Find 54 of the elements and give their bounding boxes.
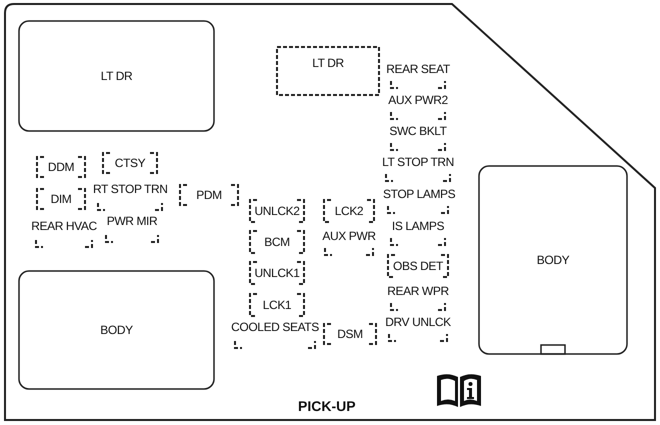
fuse-slot: [386, 253, 450, 279]
relay-block: [18, 20, 215, 132]
fuse-label: COOLED SEATS: [230, 320, 320, 334]
fuse-label: LCK2: [334, 204, 364, 218]
fuse-slot: [384, 315, 452, 343]
fuse-label: BODY: [536, 253, 570, 267]
fuse-label: REAR SEAT: [386, 62, 450, 76]
fuse-label: BODY: [99, 323, 134, 337]
fuse-label: RT STOP TRN: [93, 182, 167, 196]
fuse-slot: [386, 62, 450, 90]
fuse-slot: [248, 260, 306, 286]
fuse-slot: [230, 320, 320, 350]
fuse-label: REAR HVAC: [31, 219, 97, 233]
fuse-slot: [386, 284, 450, 312]
fuse-label: DRV UNLCK: [384, 315, 452, 329]
fuse-slot: [93, 182, 167, 212]
fuse-slot: [248, 229, 306, 255]
fuse-label: PDM: [195, 188, 223, 202]
fuse-label: STOP LAMPS: [383, 187, 453, 201]
fuse-label: UNLCK2: [254, 204, 300, 218]
fuse-label: DDM: [46, 160, 76, 174]
fuse-label: LT STOP TRN: [381, 155, 455, 169]
fuse-slot: [35, 187, 87, 211]
fuse-slot: [248, 292, 306, 318]
fuse-slot: [101, 151, 159, 175]
fuse-slot: [381, 155, 455, 183]
relay-block: [478, 165, 628, 355]
fuse-label: LCK1: [262, 298, 292, 312]
fuse-label: LT DR: [311, 56, 345, 70]
fuse-slot: [35, 155, 87, 179]
fuse-label: CTSY: [114, 156, 146, 170]
fuse-label: REAR WPR: [386, 284, 450, 298]
fuse-slot: [322, 322, 378, 346]
panel-caption: PICK-UP: [298, 398, 356, 414]
fuse-slot: [322, 198, 376, 224]
fuse-label: IS LAMPS: [390, 219, 446, 233]
fuse-slot: [320, 229, 378, 257]
fuse-slot: [31, 219, 97, 249]
fuse-slot: [248, 198, 306, 224]
fuse-label: DSM: [336, 327, 364, 341]
fuse-label: LT DR: [100, 69, 134, 83]
fuse-label: AUX PWR2: [387, 93, 449, 107]
relay-block: [18, 270, 215, 390]
fuse-label: SWC BKLT: [388, 124, 448, 138]
relay-outline: [276, 46, 380, 96]
fuse-label: OBS DET: [392, 259, 444, 273]
fuse-label: BCM: [263, 235, 291, 249]
fuse-label: PWR MIR: [106, 214, 158, 228]
fuse-slot: [386, 93, 450, 121]
fuse-slot: [383, 187, 453, 215]
fuse-label: UNLCK1: [254, 266, 300, 280]
fuse-label: DIM: [50, 192, 72, 206]
fuse-slot: [178, 183, 240, 207]
fuse-label: AUX PWR: [321, 229, 377, 243]
